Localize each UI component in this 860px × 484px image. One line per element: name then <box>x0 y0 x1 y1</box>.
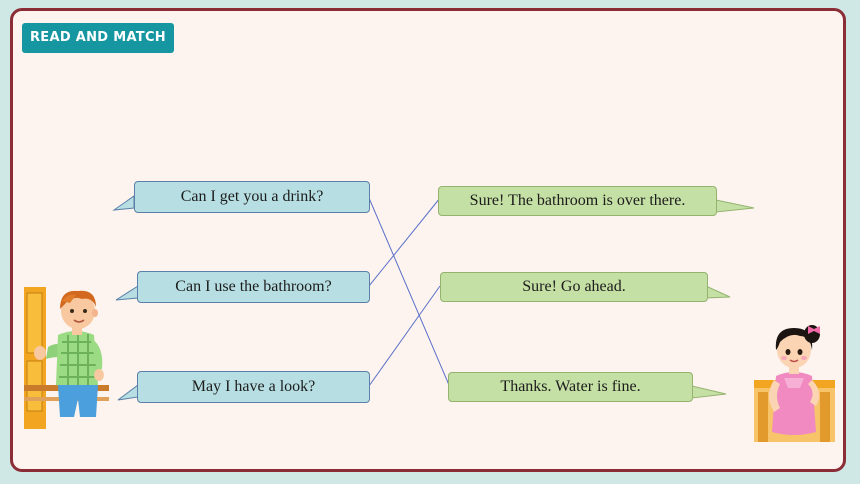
question-2-tail <box>115 285 139 301</box>
answer-bubble-1[interactable]: Sure! The bathroom is over there. <box>438 186 717 216</box>
answer-text-3: Thanks. Water is fine. <box>500 378 641 395</box>
answer-text-2: Sure! Go ahead. <box>522 278 626 295</box>
question-3-tail <box>117 384 139 401</box>
answer-2-tail <box>705 285 731 299</box>
match-line-3 <box>368 285 441 387</box>
boy-illustration <box>24 287 109 429</box>
answer-bubble-3[interactable]: Thanks. Water is fine. <box>448 372 693 402</box>
question-text-2: Can I use the bathroom? <box>175 278 332 295</box>
match-line-1 <box>368 197 450 386</box>
question-bubble-3[interactable]: May I have a look? <box>137 371 370 403</box>
question-text-1: Can I get you a drink? <box>180 188 324 205</box>
section-title: READ AND MATCH <box>22 23 174 53</box>
match-line-2 <box>368 197 441 287</box>
question-text-3: May I have a look? <box>191 378 316 395</box>
question-bubble-2[interactable]: Can I use the bathroom? <box>137 271 370 303</box>
answer-1-tail <box>715 199 755 213</box>
question-bubble-1[interactable]: Can I get you a drink? <box>134 181 370 213</box>
answer-text-1: Sure! The bathroom is over there. <box>469 192 686 209</box>
answer-bubble-2[interactable]: Sure! Go ahead. <box>440 272 708 302</box>
answer-3-tail <box>691 385 727 399</box>
girl-illustration <box>754 322 835 442</box>
question-1-tail <box>112 195 135 211</box>
